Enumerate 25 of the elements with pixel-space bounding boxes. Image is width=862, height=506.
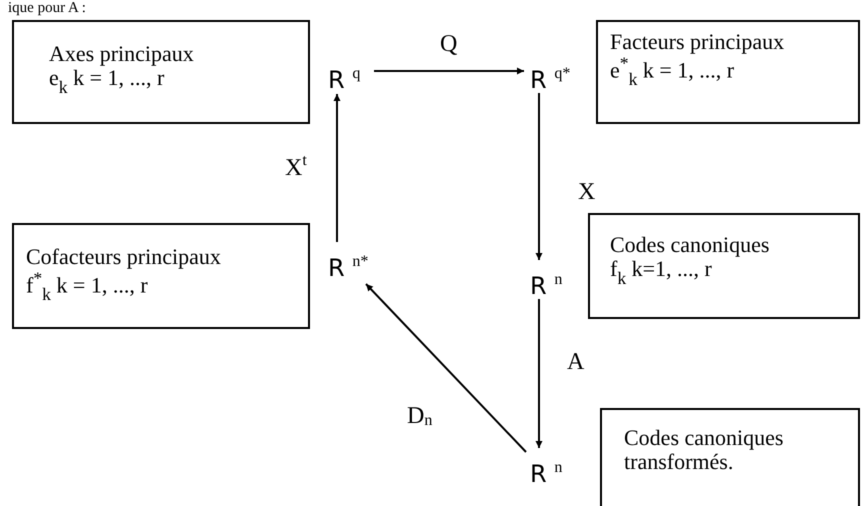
text-box — [588, 213, 860, 319]
text-box — [600, 408, 860, 506]
box-text: Facteurs principaux — [610, 30, 786, 54]
text-box — [12, 223, 310, 329]
box-text: Codes canoniques transformés. — [624, 426, 784, 474]
text-box — [596, 20, 860, 124]
edge-label: Q — [440, 32, 458, 56]
space-symbol: R $^{n}$ — [530, 450, 570, 486]
space-symbol: R $^{q}$ — [328, 56, 372, 92]
space-symbol: R $^{n*}$ — [328, 244, 380, 280]
text-box — [12, 20, 310, 124]
space-symbol: R $^{n}$ — [530, 262, 570, 298]
arrow — [536, 299, 542, 448]
box-text: f$^{*}$$_{k}$ k = 1, ..., r — [26, 269, 148, 305]
arrow — [374, 68, 524, 74]
box-text: e$^{*}$$_{k}$ k = 1, ..., r — [610, 54, 734, 90]
box-text: Axes principaux — [49, 42, 195, 66]
arrow — [536, 93, 542, 260]
arrow — [365, 283, 527, 453]
box-text: Cofacteurs principaux — [26, 245, 222, 270]
space-symbol: R $^{q*}$ — [530, 56, 582, 92]
box-text: e$_{k}$ k = 1, ..., r — [49, 66, 164, 98]
arrow — [334, 94, 340, 242]
box-text: Codes canoniques — [610, 233, 770, 258]
box-text: f$_{k}$ k=1, ..., r — [610, 257, 712, 288]
